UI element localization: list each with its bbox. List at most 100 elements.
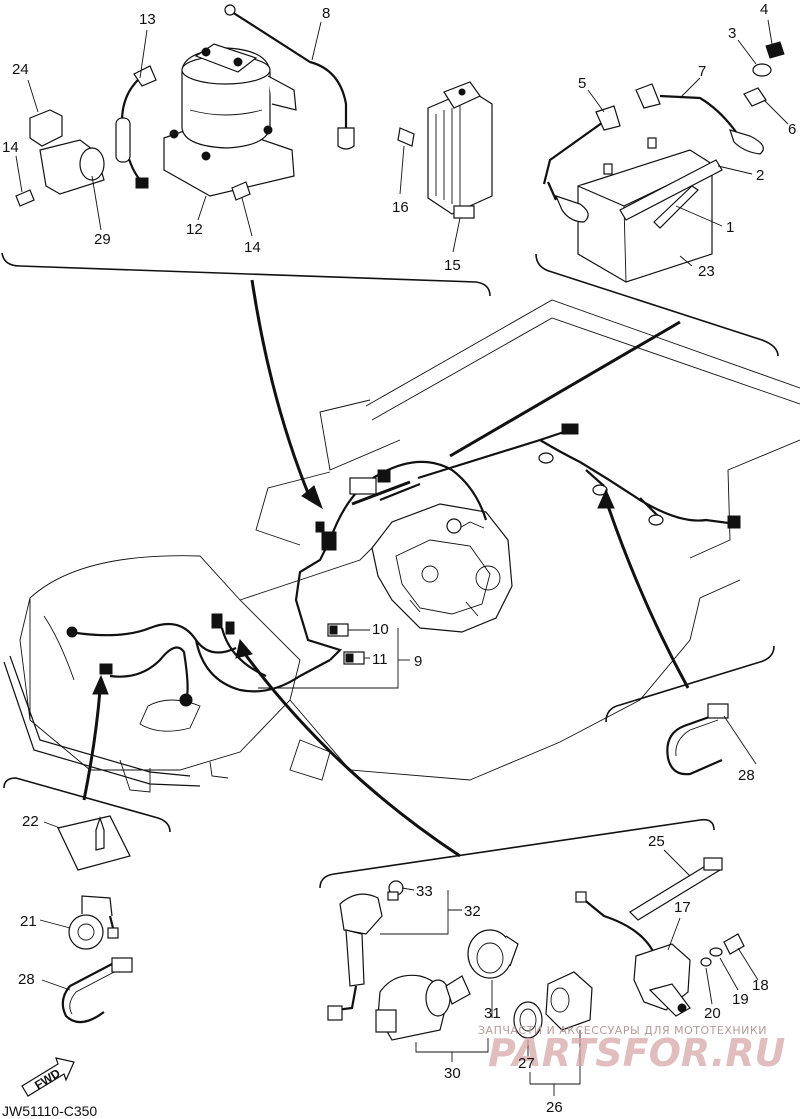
starter-relay-band [189,109,263,116]
main-switch-30-connector [375,1009,397,1033]
cable-band-28-left-inner [69,969,119,1015]
harness-switch-plug-a [211,613,223,629]
leader-26 [529,1030,581,1096]
main-switch-30-tab [445,975,471,1005]
arrow-relay-inset [250,279,312,499]
callout-22: 22 [22,813,39,830]
battery-lead-7-terminal [635,83,661,109]
harness-connector-tail [727,515,741,529]
leader-29 [91,175,102,231]
cable-band-28-left-head [111,957,133,973]
harness-lower-plug [179,693,193,707]
battery-lead-7-cap [729,129,764,155]
nut-4 [765,41,785,59]
callout-30: 30 [444,1065,461,1082]
callout-2: 2 [756,167,764,184]
callout-4: 4 [760,1,768,18]
relay-mount-bolt [263,125,273,135]
callout-23: 23 [698,263,715,280]
callout-1: 1 [726,219,734,236]
callout-33: 33 [416,883,433,900]
callout-31: 31 [484,1005,501,1022]
cable-band-28-right-inner [675,719,719,757]
inset-frames [1,252,779,889]
callout-14: 14 [244,239,261,256]
horn-bracket-22 [57,815,131,871]
relay-terminal-right [233,57,243,67]
harness-clamp [592,484,608,496]
harness-connector-main [321,531,337,551]
arrow-horn [82,689,102,801]
arrow-horn-head [92,674,109,695]
battery-lead-5-boot [595,105,621,131]
watermark-brand: PARTSFOR.RU [488,1031,786,1075]
leader-28-left [41,979,71,991]
cable-band-28-left [61,963,113,1024]
engine-cap [421,565,439,583]
inset-battery-group [542,41,785,283]
arrow-battery-inset [449,320,681,458]
leader-28-right [723,715,757,765]
terminal-6 [743,87,767,107]
leader-6 [763,99,789,125]
leader-16 [399,145,405,195]
cargo-bed-top [365,299,800,407]
callout-3: 3 [728,25,736,42]
cargo-bed-rim [371,317,800,421]
harness-clamp [648,514,664,526]
harness-front-plug [99,663,113,675]
switch-ring-27 [513,1001,543,1039]
harness-connector-relay [377,469,391,483]
relay-lead-13-sleeve [115,117,131,163]
leader-33 [401,887,415,891]
horn-21-bracket [81,895,113,917]
relay-mount-bolt [201,151,211,161]
callout-20: 20 [704,1005,721,1022]
battery-terminal-neg [603,163,613,175]
callout-28: 28 [18,971,35,988]
callout-29: 29 [94,231,111,248]
battery-lead-5 [542,119,607,185]
lamp-socket-32 [339,893,383,935]
wire-harness [66,423,741,707]
horn-bracket-stud [95,816,105,851]
harness-headlight-plug [66,626,78,638]
relay-lead-13-terminal [133,65,157,87]
battery-cable-8-eyelet [224,4,236,16]
headlight-right-outline [139,699,201,732]
harness-relay-box [349,477,377,495]
harness-rear-taps [585,469,659,517]
callout-28: 28 [738,767,755,784]
harness-front-trunk [194,639,331,693]
seat-back [319,399,401,471]
inset-frame-horn-group [3,777,171,833]
horn-21-terminal [107,927,119,939]
arrow-switch [240,649,461,858]
callout-17: 17 [674,899,691,916]
engine-block [371,503,513,633]
fwd-arrow: FWD [21,1057,75,1097]
screw-18 [723,933,745,955]
nut-20 [700,957,712,967]
switch-17-knob [677,1003,687,1013]
harness-front-upper [69,622,237,654]
engine-casing [395,539,491,615]
frame-side-rear [469,579,741,781]
callout-27: 27 [518,1055,535,1072]
leader-22 [43,821,61,829]
battery-lead-7 [659,94,737,133]
lamp-socket-32-sleeve [345,929,365,987]
fwd-arrow-shape [21,1057,75,1097]
horn-21 [68,914,104,950]
callout-5: 5 [578,75,586,92]
harness-connector-main-b [315,521,325,533]
relay-lead-13-plug [135,177,149,189]
battery-cable-8 [231,11,348,130]
callout-19: 19 [732,991,749,1008]
leader-3 [737,39,757,65]
headlight-left-outline [43,615,75,681]
inset-frame-switch-group [319,818,715,889]
